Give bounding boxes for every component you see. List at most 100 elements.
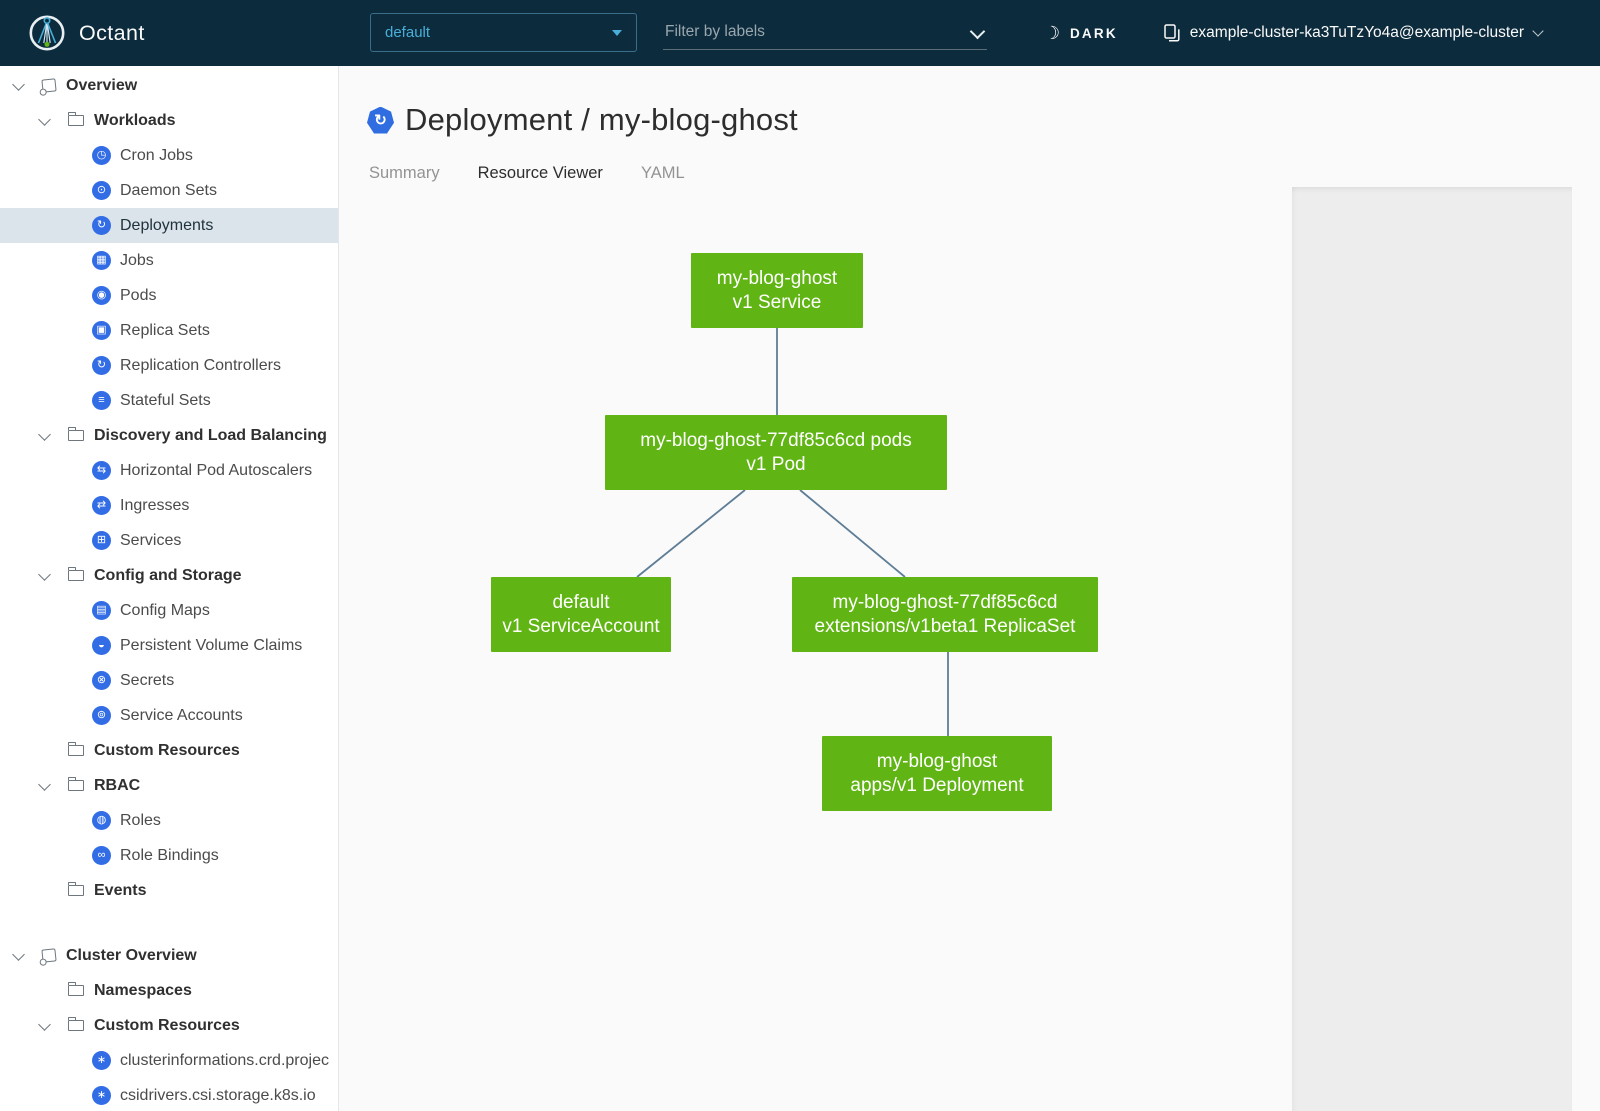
sidebar-item-clusterinformations-crd-projec[interactable]: ∗ clusterinformations.crd.projec [0,1043,338,1078]
cron-jobs-icon: ◷ [92,146,111,165]
sidebar-item-label: Ingresses [120,496,190,514]
folder-icon [67,1017,84,1031]
label-filter [663,18,987,50]
sidebar-item-deployments[interactable]: ↻Deployments [0,208,338,243]
cluster-context-selector[interactable]: example-cluster-ka3TuTzYo4a@example-clus… [1164,24,1544,42]
sidebar-item-label: Persistent Volume Claims [120,636,303,654]
sidebar-item-config-and-storage[interactable]: Config and Storage [0,558,338,593]
sidebar-item-label: Service Accounts [120,706,243,724]
app-title: Octant [79,20,145,45]
sidebar-item-persistent-volume-claims[interactable]: ◒Persistent Volume Claims [0,628,338,663]
chevron-down-icon[interactable] [36,433,52,439]
sidebar-item-config-maps[interactable]: ▤ Config Maps [0,593,338,628]
services-icon: ⊞ [92,531,111,550]
sidebar-item-horizontal-pod-autoscalers[interactable]: ⇆ Horizontal Pod Autoscalers [0,453,338,488]
pods-icon: ◉ [92,286,111,305]
resource-viewer-side-panel [1292,187,1572,1111]
sidebar-item-events[interactable]: Events [0,873,338,908]
sidebar-item-csidrivers-csi-storage-k8s-io[interactable]: ∗ csidrivers.csi.storage.k8s.io [0,1078,338,1111]
sidebar-item-secrets[interactable]: ⊗Secrets [0,663,338,698]
sidebar-item-label: Config Maps [120,601,210,619]
sidebar-item-custom-resources[interactable]: Custom Resources [0,1008,338,1043]
graph-node-kind: v1 ServiceAccount [502,615,660,637]
sidebar-item-daemon-sets[interactable]: ⊙Daemon Sets [0,173,338,208]
graph-node-name: my-blog-ghost-77df85c6cd [832,591,1058,613]
sidebar-item-label: Pods [120,286,157,304]
sidebar-item-stateful-sets[interactable]: ≡Stateful Sets [0,383,338,418]
overview-icon [41,78,57,93]
sidebar-item-label: RBAC [94,776,141,794]
chevron-down-icon [1532,25,1544,37]
brand: Octant [28,0,145,66]
chevron-down-icon[interactable] [10,83,26,89]
folder-icon [67,777,84,791]
sidebar-item-label: Secrets [120,671,175,689]
sidebar-item-rbac[interactable]: RBAC [0,768,338,803]
sidebar-item-label: Services [120,531,182,549]
sidebar-item-namespaces[interactable]: Namespaces [0,973,338,1008]
daemon-sets-icon: ⊙ [92,181,111,200]
sidebar-item-label: Role Bindings [120,846,219,864]
custom-resource-icon: ∗ [92,1051,111,1070]
sidebar-item-ingresses[interactable]: ⇄Ingresses [0,488,338,523]
namespace-select-value: default [385,24,431,41]
sidebar-item-cron-jobs[interactable]: ◷ Cron Jobs [0,138,338,173]
sidebar-item-label: Namespaces [94,981,192,999]
sidebar-item-replica-sets[interactable]: ▣ Replica Sets [0,313,338,348]
context-icon [1164,24,1180,42]
sidebar-item-custom-resources[interactable]: Custom Resources [0,733,338,768]
sidebar-item-cluster-overview[interactable]: Cluster Overview [0,938,338,973]
sidebar-item-label: clusterinformations.crd.projec [120,1051,329,1069]
sidebar-item-label: Replica Sets [120,321,210,339]
nav-section-gap [0,908,338,938]
label-filter-input[interactable] [663,18,987,50]
sidebar-item-role-bindings[interactable]: ∞Role Bindings [0,838,338,873]
sidebar-item-pods[interactable]: ◉ Pods [0,278,338,313]
graph-node-name: my-blog-ghost [876,750,998,772]
sidebar-item-jobs[interactable]: ▦Jobs [0,243,338,278]
graph-node-kind: extensions/v1beta1 ReplicaSet [814,615,1076,637]
sidebar-item-label: Cron Jobs [120,146,193,164]
sidebar-item-services[interactable]: ⊞ Services [0,523,338,558]
page-title-text: Deployment / my-blog-ghost [405,102,798,137]
graph-node-kind: apps/v1 Deployment [850,774,1024,796]
replica-sets-icon: ▣ [92,321,111,340]
sidebar-item-discovery-and-load-balancing[interactable]: Discovery and Load Balancing [0,418,338,453]
namespace-select[interactable]: default [370,13,637,52]
chevron-down-icon[interactable] [10,953,26,959]
deployments-icon: ↻ [92,216,111,235]
sidebar-item-roles[interactable]: ◍Roles [0,803,338,838]
sidebar-item-service-accounts[interactable]: ⊚Service Accounts [0,698,338,733]
cluster-context-label: example-cluster-ka3TuTzYo4a@example-clus… [1189,24,1524,41]
chevron-down-icon[interactable] [36,783,52,789]
sidebar-item-workloads[interactable]: Workloads [0,103,338,138]
sidebar-item-label: Stateful Sets [120,391,211,409]
sidebar-item-label: csidrivers.csi.storage.k8s.io [120,1086,316,1104]
sidebar-item-replication-controllers[interactable]: ↻Replication Controllers [0,348,338,383]
sidebar-item-overview[interactable]: Overview [0,68,338,103]
chevron-down-icon[interactable] [36,573,52,579]
config-maps-icon: ▤ [92,601,111,620]
tab-yaml[interactable]: YAML [640,164,685,182]
overview-icon [41,948,57,963]
folder-icon [67,982,84,996]
chevron-down-icon[interactable] [36,118,52,124]
graph-node-name: default [552,591,610,613]
header-right: ☾ DARK example-cluster-ka3TuTzYo4a@examp… [1044,0,1544,66]
sidebar-item-label: Horizontal Pod Autoscalers [120,461,313,479]
theme-toggle-button[interactable]: ☾ DARK [1044,23,1118,43]
sidebar-item-label: Config and Storage [94,566,242,584]
roles-icon: ◍ [92,811,111,830]
sidebar-item-label: Events [94,881,147,899]
hpa-icon: ⇆ [92,461,111,480]
custom-resource-icon: ∗ [92,1086,111,1105]
tab-summary[interactable]: Summary [369,164,440,182]
chevron-down-icon[interactable] [36,1023,52,1029]
